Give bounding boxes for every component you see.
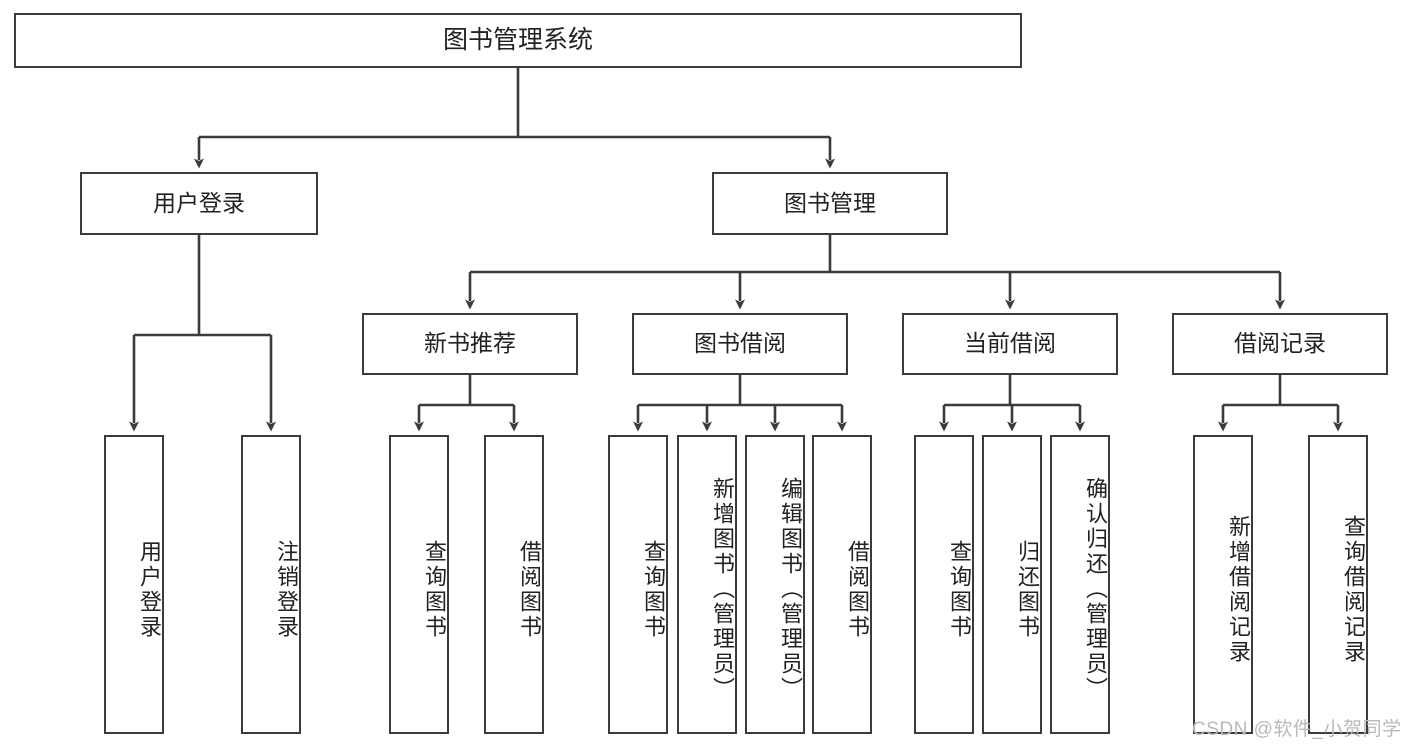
node-label: 归还图书 [1015,539,1040,640]
node-label: 借阅图书 [517,539,542,640]
node-label: 查询图书 [641,539,666,640]
node-label: 新书推荐 [424,330,516,357]
node-label: 图书借阅 [694,330,786,357]
leaf-user-login[interactable]: 用户登录 [104,435,164,734]
node-label: 新增借阅记录 [1226,514,1251,665]
leaf-current-confirm-return-admin[interactable]: 确认归还（管理员） [1050,435,1110,734]
node-label: 图书管理系统 [442,25,593,54]
leaf-current-query-book[interactable]: 查询图书 [914,435,974,734]
node-label: 借阅图书 [845,539,870,640]
node-label: 查询图书 [422,539,447,640]
watermark-text: CSDN @软件_小贺同学 [1192,719,1402,740]
node-label: 查询借阅记录 [1341,514,1366,665]
leaf-borrow-add-book-admin[interactable]: 新增图书（管理员） [677,435,737,734]
leaf-recommend-query-book[interactable]: 查询图书 [389,435,449,734]
node-label: 查询图书 [947,539,972,640]
node-book-management[interactable]: 图书管理 [712,172,948,235]
node-label: 当前借阅 [964,330,1056,357]
node-label: 新增图书（管理员） [710,477,735,702]
leaf-borrow-borrow-book[interactable]: 借阅图书 [812,435,872,734]
node-label: 用户登录 [137,539,162,640]
node-label: 借阅记录 [1234,330,1326,357]
node-current-borrow[interactable]: 当前借阅 [902,313,1118,375]
leaf-recommend-borrow-book[interactable]: 借阅图书 [484,435,544,734]
leaf-user-logout[interactable]: 注销登录 [241,435,301,734]
leaf-current-return-book[interactable]: 归还图书 [982,435,1042,734]
node-label: 注销登录 [274,539,299,640]
node-user-login[interactable]: 用户登录 [80,172,318,235]
node-root-system[interactable]: 图书管理系统 [14,13,1022,68]
leaf-borrow-query-book[interactable]: 查询图书 [608,435,668,734]
node-new-book-recommend[interactable]: 新书推荐 [362,313,578,375]
node-label: 图书管理 [784,189,876,216]
leaf-record-query-record[interactable]: 查询借阅记录 [1308,435,1368,734]
node-label: 编辑图书（管理员） [778,477,803,702]
node-label: 确认归还（管理员） [1083,477,1108,702]
node-label: 用户登录 [153,189,245,216]
node-borrow-record[interactable]: 借阅记录 [1172,313,1388,375]
leaf-borrow-edit-book-admin[interactable]: 编辑图书（管理员） [745,435,805,734]
node-book-borrow[interactable]: 图书借阅 [632,313,848,375]
leaf-record-add-record[interactable]: 新增借阅记录 [1193,435,1253,734]
